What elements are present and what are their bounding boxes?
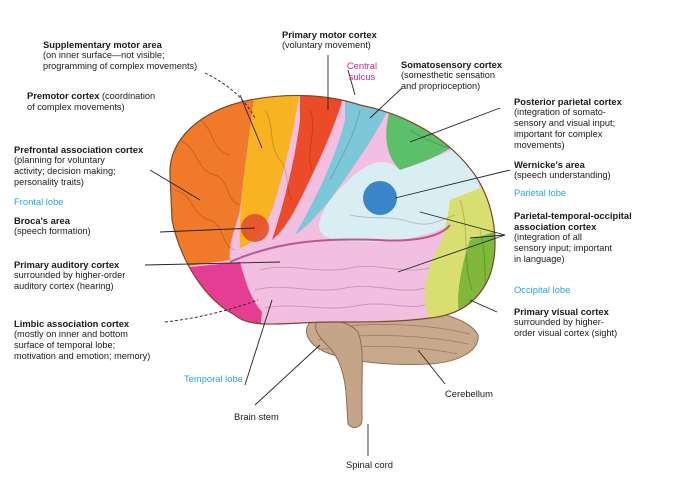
label-primary-visual-cortex: Primary visual cortex surrounded by high… bbox=[514, 306, 639, 339]
brocas-desc: (speech formation) bbox=[14, 226, 91, 236]
wernickes-title: Wernicke's area bbox=[514, 159, 585, 170]
brain-stem-label: Brain stem bbox=[234, 411, 279, 422]
label-parietal-temporal-occipital-cortex: Parietal-temporal-occipital association … bbox=[514, 210, 654, 265]
label-posterior-parietal-cortex: Posterior parietal cortex (integration o… bbox=[514, 96, 639, 151]
prefrontal-title: Prefrontal association cortex bbox=[14, 144, 144, 155]
somatosensory-title: Somatosensory cortex bbox=[401, 59, 503, 70]
prefrontal-desc: (planning for voluntary activity; decisi… bbox=[14, 155, 116, 187]
primary-motor-title: Primary motor cortex bbox=[282, 29, 377, 40]
ptoa-title: Parietal-temporal-occipital association … bbox=[514, 210, 632, 232]
occipital-lobe-label: Occipital lobe bbox=[514, 284, 571, 295]
supplementary-motor-title: Supplementary motor area bbox=[43, 39, 162, 50]
central-sulcus-label: Central sulcus bbox=[346, 60, 378, 82]
supplementary-motor-desc: (on inner surface—not visible; programmi… bbox=[43, 50, 198, 71]
label-limbic-association-cortex: Limbic association cortex (mostly on inn… bbox=[14, 318, 184, 362]
temporal-lobe-label: Temporal lobe bbox=[184, 373, 243, 384]
frontal-lobe-label: Frontal lobe bbox=[14, 196, 64, 207]
primary-auditory-title: Primary auditory cortex bbox=[14, 259, 120, 270]
parietal-association-region bbox=[319, 140, 480, 242]
primary-auditory-desc: surrounded by higher-order auditory cort… bbox=[14, 270, 126, 291]
primary-visual-desc: surrounded by higher- order visual corte… bbox=[514, 317, 618, 338]
brocas-title: Broca's area bbox=[14, 215, 70, 226]
brain-outline bbox=[169, 94, 496, 325]
label-primary-motor-cortex: Primary motor cortex (voluntary movement… bbox=[282, 29, 392, 51]
label-premotor-cortex: Premotor cortex (coordination of complex… bbox=[27, 90, 207, 113]
limbic-title: Limbic association cortex bbox=[14, 318, 130, 329]
spinal-cord-label: Spinal cord bbox=[346, 459, 393, 470]
premotor-desc: (coordination of complex movements) bbox=[27, 91, 156, 112]
label-brocas-area: Broca's area (speech formation) bbox=[14, 215, 134, 237]
label-supplementary-motor-area: Supplementary motor area (on inner surfa… bbox=[43, 39, 253, 72]
label-wernickes-area: Wernicke's area (speech understanding) bbox=[514, 159, 634, 181]
cerebellum-label: Cerebellum bbox=[445, 388, 493, 399]
primary-visual-title: Primary visual cortex bbox=[514, 306, 609, 317]
cortex-regions bbox=[169, 95, 495, 325]
premotor-title: Premotor cortex bbox=[27, 90, 100, 101]
ptoa-desc: (integration of all sensory input; impor… bbox=[514, 232, 613, 264]
primary-motor-region bbox=[272, 95, 345, 240]
leader-lines bbox=[144, 55, 511, 456]
wernickes-desc: (speech understanding) bbox=[514, 170, 611, 180]
posterior-parietal-title: Posterior parietal cortex bbox=[514, 96, 622, 107]
somatosensory-desc: (somesthetic sensation and proprioceptio… bbox=[401, 70, 495, 91]
wernickes-area-region bbox=[363, 181, 397, 215]
somatosensory-region bbox=[295, 95, 395, 235]
limbic-desc: (mostly on inner and bottom surface of t… bbox=[14, 329, 151, 361]
primary-motor-desc: (voluntary movement) bbox=[282, 40, 371, 50]
label-primary-auditory-cortex: Primary auditory cortex surrounded by hi… bbox=[14, 259, 154, 292]
parietal-lobe-label: Parietal lobe bbox=[514, 187, 567, 198]
brain-stem-region bbox=[315, 319, 363, 428]
label-somatosensory-cortex: Somatosensory cortex (somesthetic sensat… bbox=[401, 59, 521, 92]
label-prefrontal-association-cortex: Prefrontal association cortex (planning … bbox=[14, 144, 174, 188]
posterior-parietal-desc: (integration of somato- sensory and visu… bbox=[514, 107, 616, 150]
